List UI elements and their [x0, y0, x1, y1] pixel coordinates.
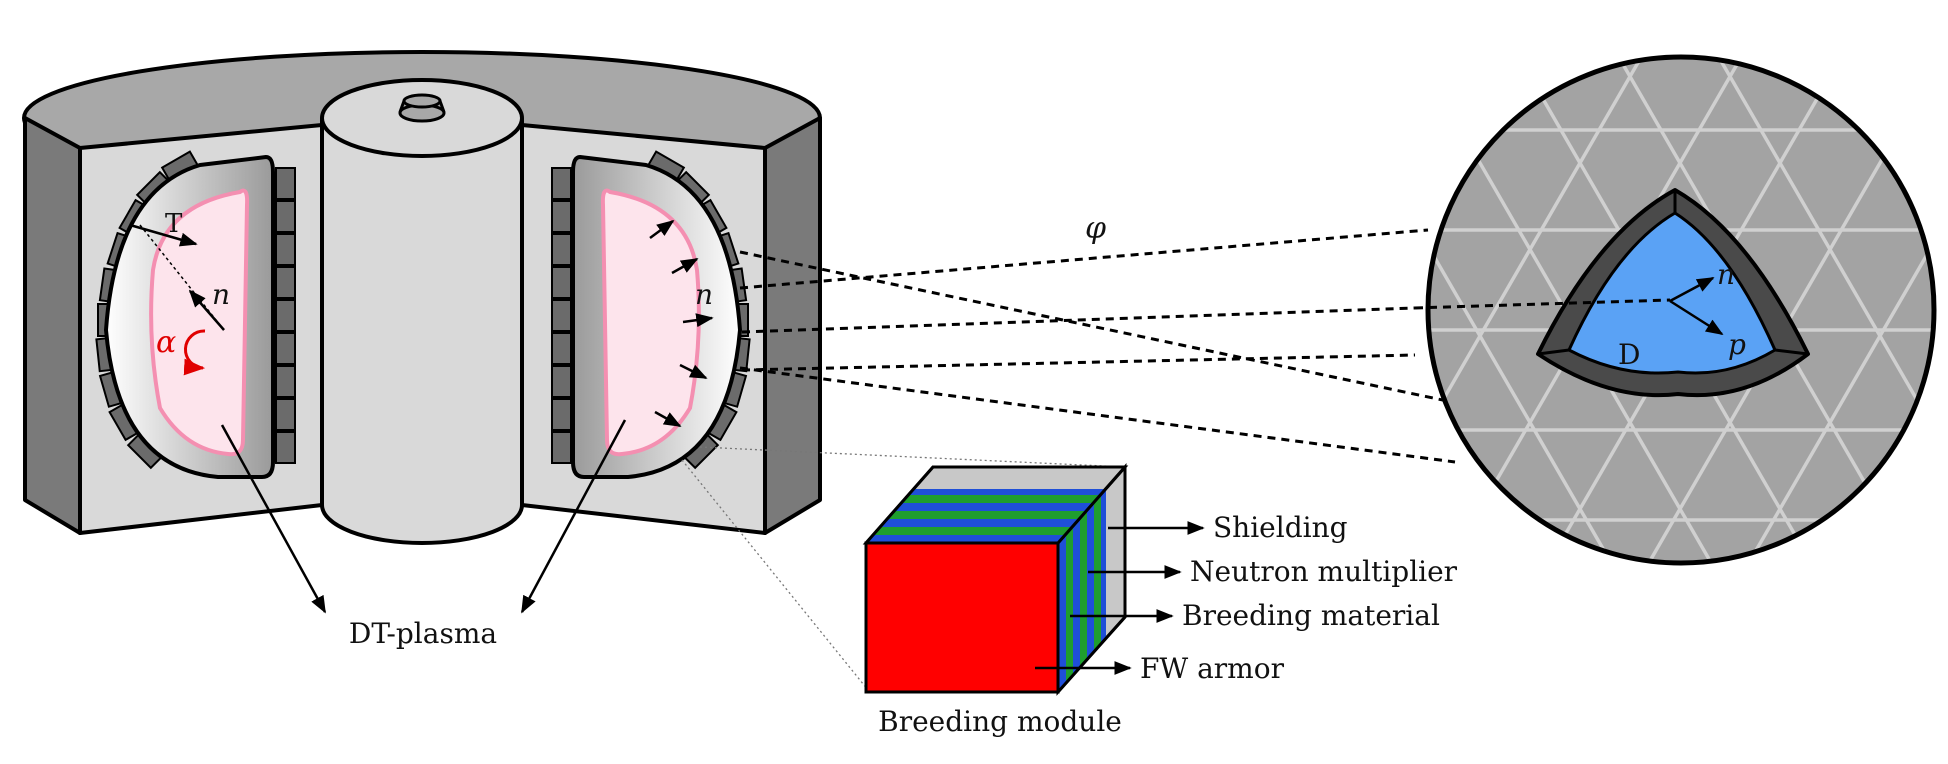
left-plasma — [149, 188, 250, 457]
phi-label: φ — [1085, 211, 1106, 246]
cube-annotation-arrows — [1035, 521, 1205, 675]
phi-line-into-deuterium — [1414, 298, 1671, 310]
breeding-material-label: Breeding material — [1182, 599, 1440, 632]
proton-label: p — [1728, 328, 1746, 361]
vessel-left-wall — [23, 116, 82, 535]
left-coil-stack — [275, 167, 296, 464]
shielding-label: Shielding — [1213, 511, 1348, 544]
tokamak-cutaway — [22, 50, 822, 545]
tritium-label: T — [165, 209, 183, 239]
right-plasma — [600, 188, 701, 457]
top-layers — [866, 489, 1105, 543]
deuterium-core — [1567, 211, 1777, 375]
vessel-right-wall — [763, 116, 822, 535]
fw-armor-label: FW armor — [1140, 652, 1285, 685]
neutron-label-zoom: n — [1717, 258, 1735, 291]
neutron-label-left: n — [212, 278, 230, 311]
alpha-label: α — [156, 325, 176, 360]
right-neutron-arrows — [649, 219, 714, 428]
breeding-module-label: Breeding module — [878, 705, 1122, 738]
phi-sight-lines — [739, 228, 1456, 464]
neutron-multiplier-label: Neutron multiplier — [1190, 555, 1458, 588]
left-fusion-event — [129, 223, 225, 376]
right-coil-stack — [551, 167, 572, 464]
deuterium-label: D — [1618, 338, 1640, 371]
breeding-module-cube — [862, 463, 1129, 696]
central-solenoid — [320, 78, 524, 545]
dt-plasma-pointers — [220, 419, 627, 614]
fw-armor-face — [864, 541, 1060, 694]
dt-plasma-label: DT-plasma — [349, 617, 497, 650]
neutron-label-right: n — [695, 278, 713, 311]
module-zoom-lines — [681, 446, 1126, 691]
